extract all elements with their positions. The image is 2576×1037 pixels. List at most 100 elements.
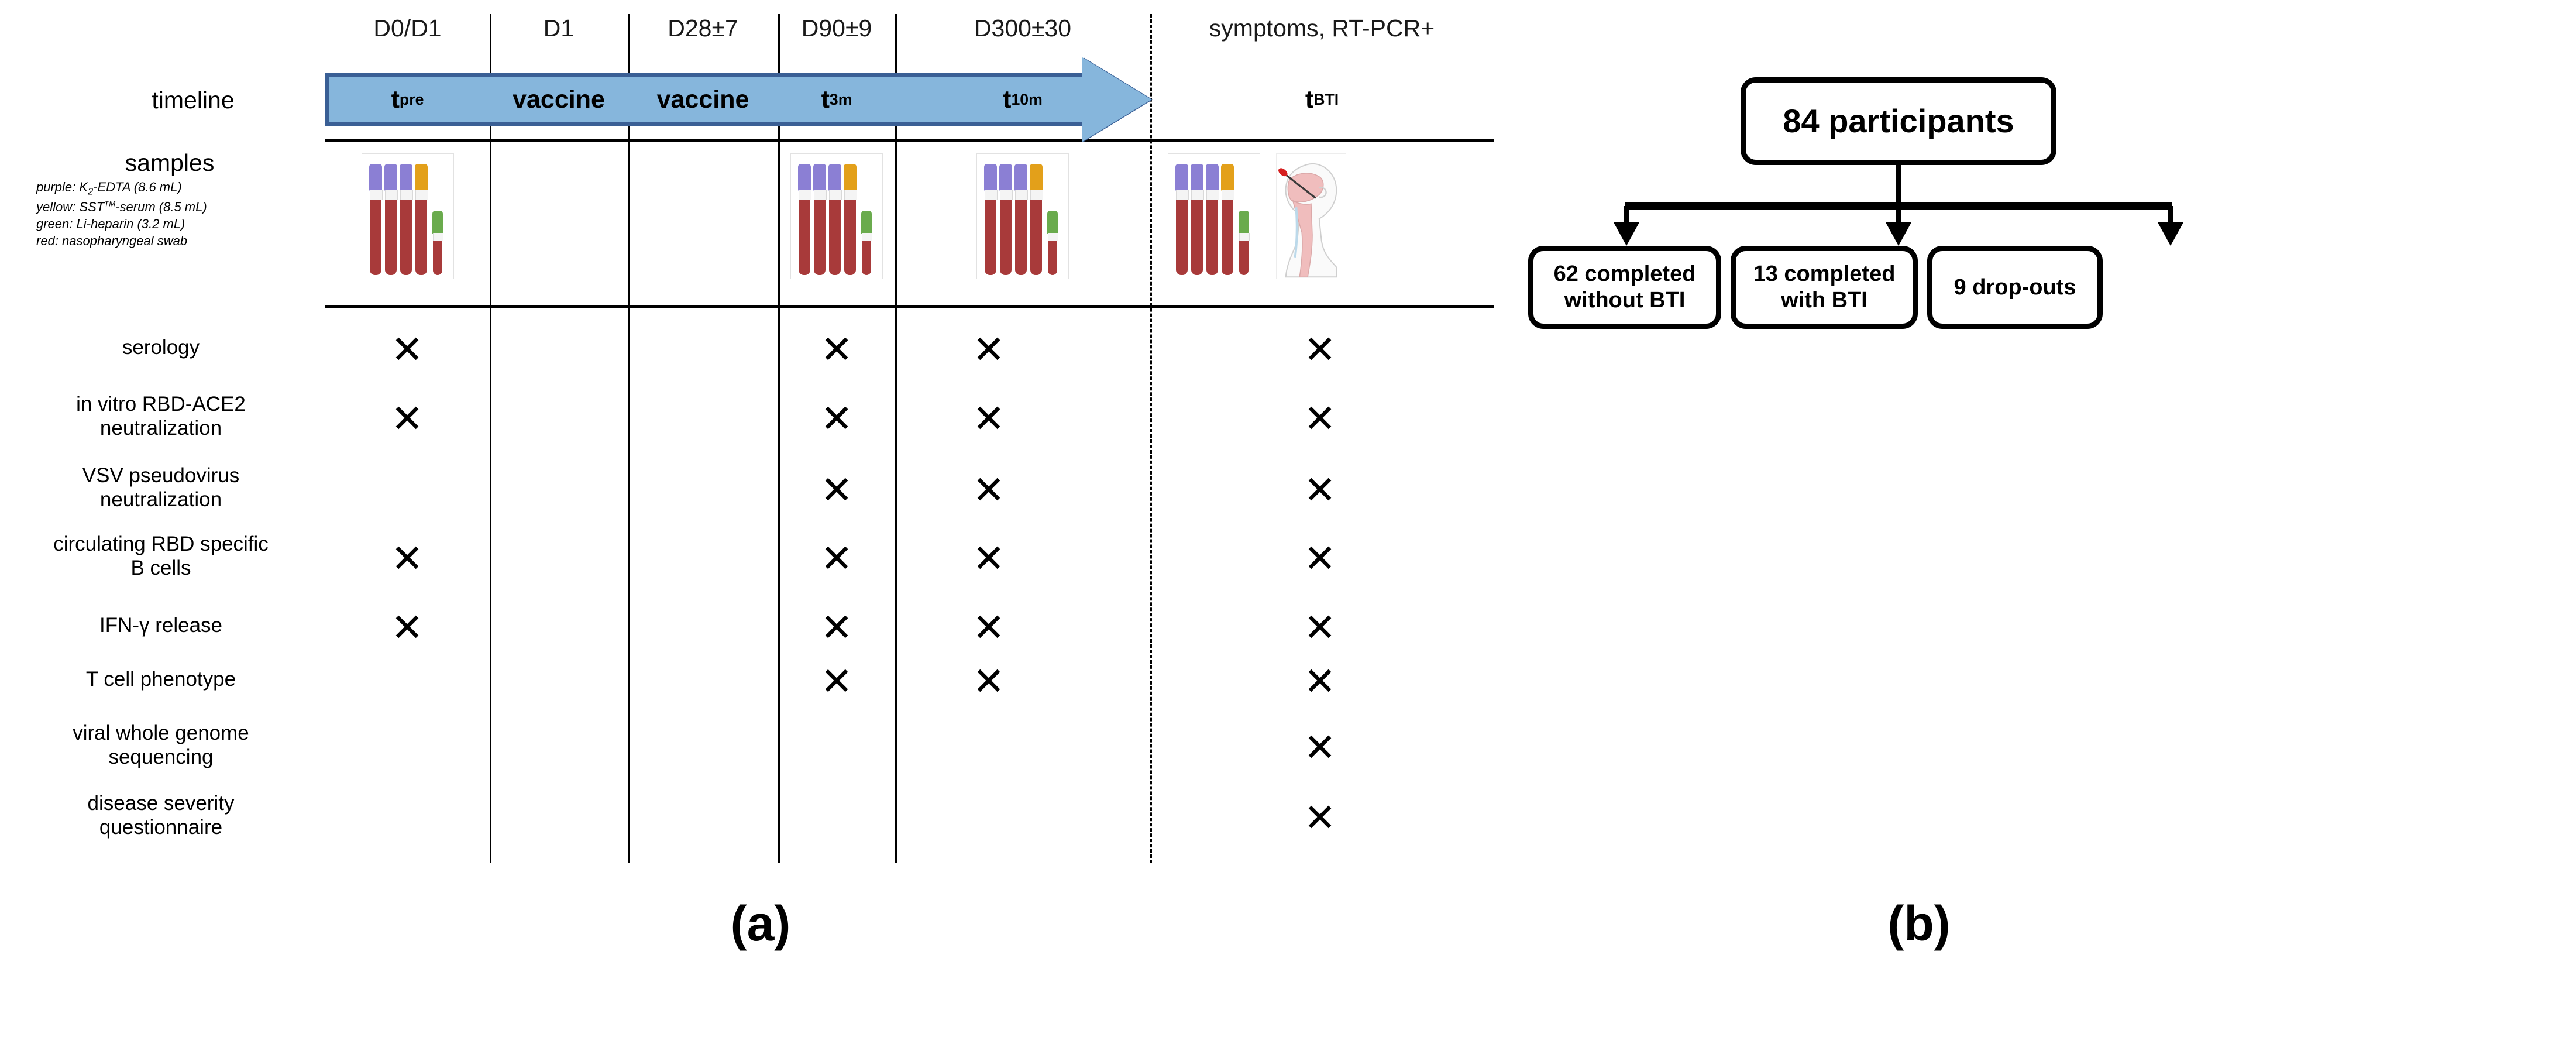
legend-green-text: Li-heparin (3.2 mL) — [76, 216, 185, 231]
legend-yellow-sup: TM — [104, 199, 116, 208]
legend-item-yellow: yellow: SSTTM-serum (8.5 mL) — [36, 199, 207, 214]
timeline-cell-t3m-sub: 3m — [829, 90, 852, 108]
assay-mark-3-d0d1: ✕ — [391, 537, 424, 580]
tube-purple-2 — [999, 164, 1013, 275]
timeline-cell-t3m-text: t — [821, 85, 830, 114]
tube-neck — [844, 190, 857, 200]
timeline-arrow-body — [325, 73, 1086, 126]
assay-mark-5-d90: ✕ — [820, 660, 853, 703]
tube-purple-1 — [1175, 164, 1189, 275]
timeline-cell-t10m-sub: 10m — [1011, 90, 1043, 108]
panel-a-study-design: D0/D1 D1 D28±7 D90±9 D300±30 symptoms, R… — [6, 14, 1494, 951]
tube-blood — [1191, 200, 1203, 275]
tube-green-small — [861, 211, 872, 275]
tube-purple-1 — [984, 164, 998, 275]
assay-mark-5-d300: ✕ — [972, 660, 1005, 703]
tube-neck — [1000, 190, 1013, 200]
tube-yellow-4 — [415, 164, 428, 275]
tube-neck — [1222, 190, 1234, 200]
tube-green-small — [432, 211, 443, 275]
tube-blood — [1030, 200, 1042, 275]
tube-group-d90 — [790, 153, 883, 279]
tube-neck — [799, 190, 811, 200]
tube-cap-purple — [1206, 164, 1219, 191]
tube-neck-green — [1048, 233, 1058, 241]
tube-cap-purple — [1191, 164, 1203, 191]
flow-box-completed-with-bti[interactable]: 13 completed with BTI — [1731, 246, 1918, 329]
assay-mark-4-bti: ✕ — [1304, 606, 1336, 649]
assay-mark-0-d300: ✕ — [972, 328, 1005, 371]
timeline-cell-tpre-sub: pre — [399, 90, 424, 108]
column-header-d1: D1 — [543, 14, 575, 42]
tube-group-d300 — [976, 153, 1069, 279]
tube-blood — [814, 200, 826, 275]
assay-mark-5-bti: ✕ — [1304, 660, 1336, 703]
column-header-symptoms: symptoms, RT-PCR+ — [1209, 14, 1435, 42]
timeline-cell-vaccine-2: vaccine — [628, 73, 778, 126]
flow-box-total-participants[interactable]: 84 participants — [1741, 77, 2056, 165]
tube-blood — [985, 200, 996, 275]
flow-box-completed-without-bti[interactable]: 62 completed without BTI — [1528, 246, 1721, 329]
legend-red-color: red — [36, 233, 55, 248]
legend-purple-text: K — [79, 180, 88, 194]
row-header-samples-block: samples purple: K2-EDTA (8.6 mL) yellow:… — [23, 151, 316, 249]
tube-cap-purple — [400, 164, 412, 191]
leaf0-line2: without BTI — [1564, 288, 1686, 313]
tube-blood — [370, 200, 381, 275]
flow-box-drop-outs[interactable]: 9 drop-outs — [1927, 246, 2103, 329]
swab-head-diagram — [1278, 163, 1337, 278]
tube-neck — [1191, 190, 1204, 200]
assay-mark-2-d300: ✕ — [972, 468, 1005, 511]
tube-blood — [1000, 200, 1012, 275]
tube-blood-green — [1048, 241, 1057, 275]
column-divider-bti-dashed — [1150, 14, 1152, 863]
assay-mark-7-bti: ✕ — [1304, 796, 1336, 839]
assay-mark-0-d90: ✕ — [820, 328, 853, 371]
assay-label-6-line-0: viral whole genome — [73, 722, 249, 744]
legend-item-purple: purple: K2-EDTA (8.6 mL) — [36, 180, 182, 197]
tube-neck — [415, 190, 428, 200]
tube-yellow-4 — [844, 164, 857, 275]
tube-neck — [385, 190, 398, 200]
tube-cap-purple — [999, 164, 1012, 191]
tube-blood — [1206, 200, 1218, 275]
tube-blood — [400, 200, 412, 275]
samples-legend: purple: K2-EDTA (8.6 mL) yellow: SSTTM-s… — [23, 178, 316, 249]
assay-label-3-line-1: B cells — [130, 556, 191, 579]
assay-mark-1-d300: ✕ — [972, 397, 1005, 440]
assay-label-4-line-0: IFN-γ release — [99, 613, 223, 637]
column-header-d90: D90±9 — [801, 14, 872, 42]
tube-cap-purple — [984, 164, 997, 191]
assay-label-6-line-1: sequencing — [108, 745, 214, 768]
tube-blood — [415, 200, 427, 275]
assay-mark-4-d90: ✕ — [820, 606, 853, 649]
assay-label-3-line-0: circulating RBD specific — [53, 533, 269, 555]
assay-label-4: IFN-γ release — [6, 614, 316, 638]
tube-blood — [1222, 200, 1233, 275]
assay-mark-3-d300: ✕ — [972, 537, 1005, 580]
tube-cap-yellow — [844, 164, 857, 191]
tube-neck — [1176, 190, 1189, 200]
timeline-cell-tbti-text: t — [1305, 85, 1314, 114]
assay-mark-1-d0d1: ✕ — [391, 397, 424, 440]
legend-purple-rest: -EDTA (8.6 mL) — [93, 180, 182, 194]
assay-mark-1-d90: ✕ — [820, 397, 853, 440]
tube-cap-green — [1047, 211, 1058, 234]
tube-blood — [1015, 200, 1027, 275]
tube-cap-purple — [384, 164, 397, 191]
tube-purple-3 — [400, 164, 413, 275]
legend-item-green: green: Li-heparin (3.2 mL) — [36, 216, 185, 231]
flow-box-completed-with-bti-label: 13 completed with BTI — [1753, 261, 1896, 314]
leaf1-line2: with BTI — [1781, 288, 1867, 313]
timeline-cell-tbti-sub: BTI — [1313, 90, 1339, 108]
tube-yellow-4 — [1221, 164, 1234, 275]
timeline-cell-t10m-text: t — [1003, 85, 1012, 114]
tube-neck-green — [862, 233, 872, 241]
nasopharyngeal-swab-icon — [1276, 153, 1346, 279]
rule-below-samples — [325, 305, 1494, 308]
tube-purple-1 — [798, 164, 811, 275]
tube-cap-purple — [369, 164, 382, 191]
